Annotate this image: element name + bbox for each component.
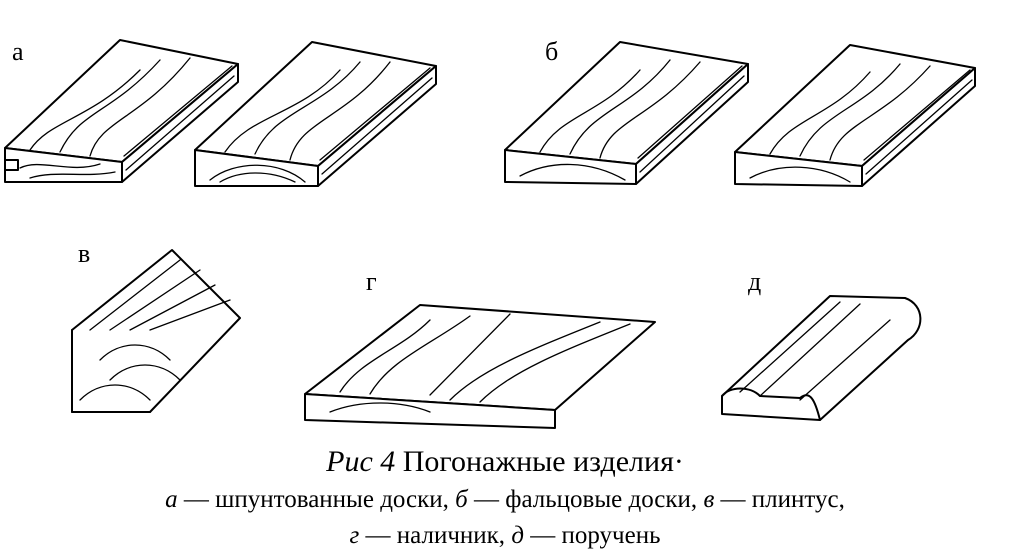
caption-dash: — [365, 522, 391, 549]
skirting-board [71, 249, 241, 413]
rebated-board-2 [734, 44, 976, 187]
panel-label-d: д [748, 267, 761, 296]
caption-item-key: б [455, 486, 468, 513]
caption-fig-title: Погонажные изделия· [402, 445, 684, 478]
caption-item-text: шпунтованные доски, [215, 486, 449, 513]
tongue-groove-board-2 [194, 41, 437, 187]
caption-item-text: поручень [561, 522, 661, 549]
caption-title-line: Рис 4 Погонажные изделия· [0, 442, 1010, 482]
caption-fig-number: 4 [380, 445, 396, 478]
caption-items-line-2: г — наличник, д — поручень [0, 518, 1010, 554]
panel-label-a: а [12, 37, 24, 66]
caption-item-key: в [703, 486, 715, 513]
caption-dash: — [530, 522, 556, 549]
caption-item-key: д [511, 522, 524, 549]
caption-item-text: фальцовые доски, [505, 486, 698, 513]
caption-item-text: плинтус, [751, 486, 845, 513]
caption-item-key: г [349, 522, 360, 549]
panel-label-b: б [545, 37, 558, 66]
caption-item-text: наличник, [396, 522, 506, 549]
caption-item-key: а [165, 486, 178, 513]
rebated-board-1 [504, 41, 749, 185]
caption-items-line-1: а — шпунтованные доски, б — фальцовые до… [0, 482, 1010, 518]
panel-label-v: в [78, 239, 90, 268]
panel-label-g: г [366, 267, 377, 296]
tongue-groove-board-1 [4, 39, 239, 183]
figure-caption: Рис 4 Погонажные изделия· а — шпунтованн… [0, 442, 1010, 554]
caption-fig-prefix: Рис [326, 445, 373, 478]
architrave [304, 304, 656, 429]
caption-dash: — [720, 486, 746, 513]
caption-dash: — [183, 486, 209, 513]
caption-dash: — [474, 486, 499, 513]
handrail [721, 295, 922, 421]
